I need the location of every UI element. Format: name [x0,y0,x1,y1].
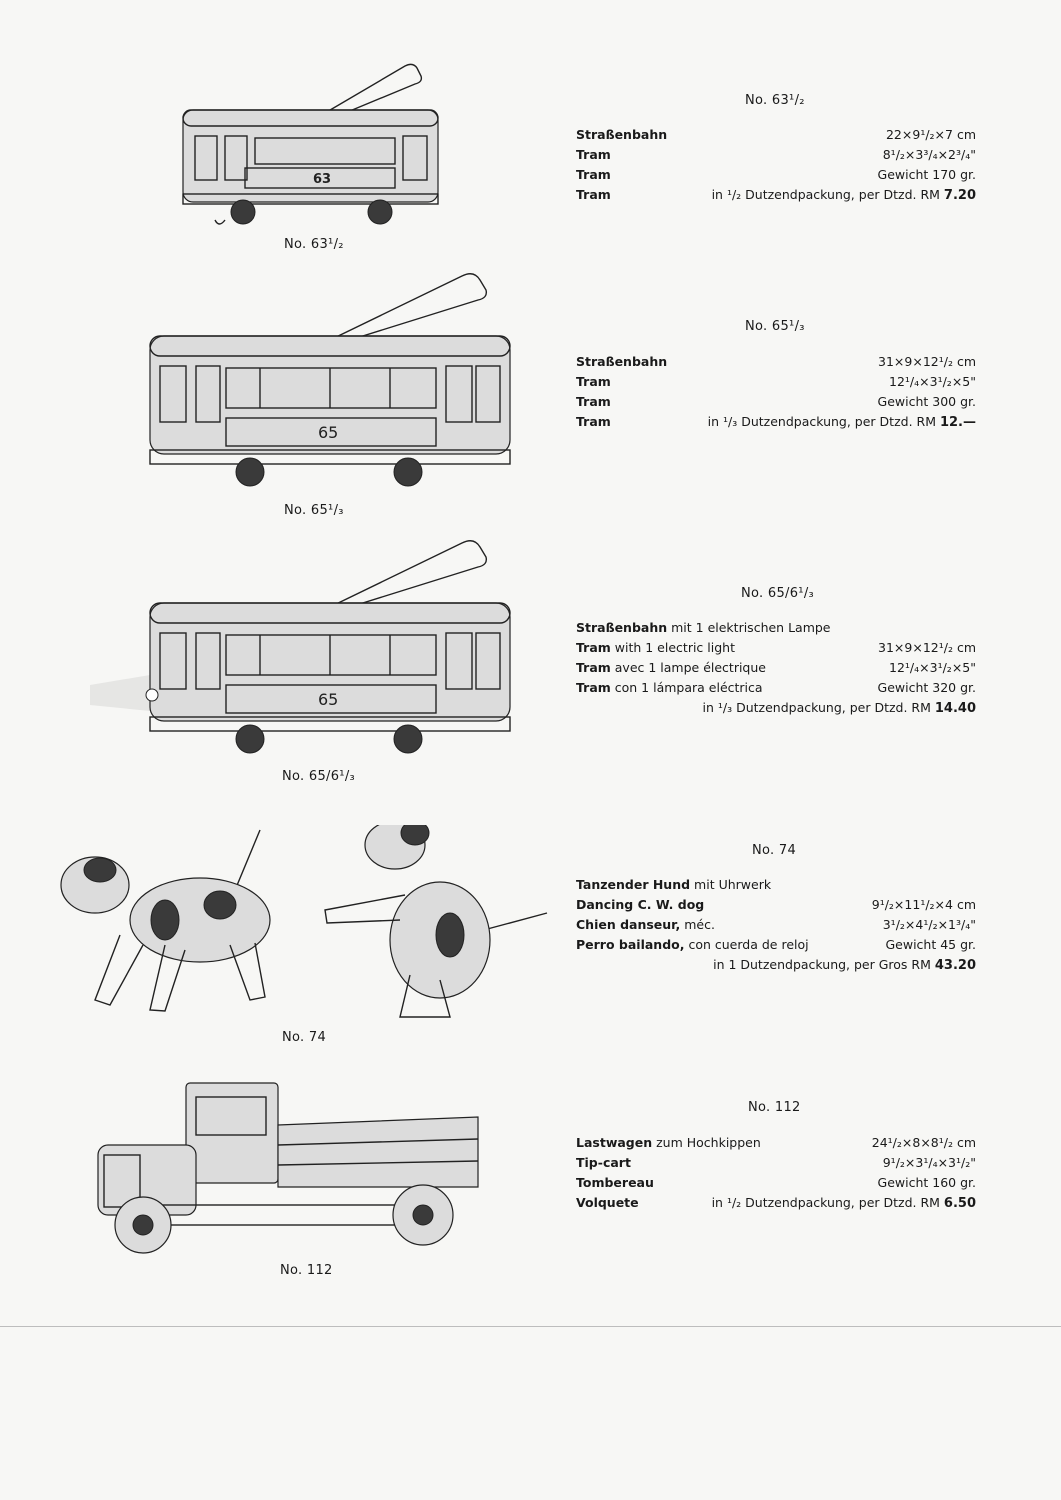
tram-63-illustration: 63 [182,63,439,225]
tram-63-number: 63 [313,172,331,187]
spec-value: 22×9¹/₂×7 cm [885,127,976,142]
spec-value: 9¹/₂×3¹/₄×3¹/₂" [882,1155,976,1170]
product-name: Tombereau [576,1175,654,1190]
product-note: méc. [684,917,715,932]
spec-row: Tram con 1 lámpara eléctrica Gewicht 320 … [576,678,976,698]
spec-value: 12¹/₄×3¹/₂×5" [889,660,976,675]
item-number-74: No. 74 [752,843,797,858]
product-name: Tram [576,660,611,675]
price: 12.— [939,415,976,430]
tram-65-6-illustration: 65 [90,540,511,754]
product-name: Dancing C. W. dog [576,897,705,912]
spec-value: 24¹/₂×8×8¹/₂ cm [871,1135,976,1150]
product-name: Tram [576,640,611,655]
item-number-65-6: No. 65/6¹/₃ [741,586,815,601]
spec-row: Tram 8¹/₂×3³/₄×2³/₄" [576,145,976,165]
spec-value: 3¹/₂×4¹/₂×1³/₄" [882,917,976,932]
tram-65-number: 65 [318,423,338,442]
tram-65-6-number: 65 [318,690,338,709]
truck-112-illustration [97,1082,479,1254]
spec-row: Tram with 1 electric light 31×9×12¹/₂ cm [576,638,976,658]
spec-row: Tombereau Gewicht 160 gr. [576,1173,976,1193]
caption-65-6: No. 65/6¹/₃ [282,769,356,784]
spec-row: Tram Gewicht 170 gr. [576,165,976,185]
packaging-text: in ¹/₃ Dutzendpackung, per Dtzd. RM [702,700,931,715]
packaging-text: in ¹/₂ Dutzendpackung, per Dtzd. RM [711,1195,940,1210]
description-65: Straßenbahn 31×9×12¹/₂ cm Tram 12¹/₄×3¹/₂×… [576,352,976,432]
spec-value: 9¹/₂×11¹/₂×4 cm [871,897,976,912]
page-divider [0,1326,1061,1327]
spec-row: Tram Gewicht 300 gr. [576,392,976,412]
item-number-112: No. 112 [748,1100,801,1115]
dog-74-illustration [60,825,548,1018]
product-note: avec 1 lampe électrique [614,660,766,675]
spec-row: in 1 Dutzendpackung, per Gros RM 43.20 [576,955,976,975]
product-note: con cuerda de reloj [688,937,809,952]
spec-row: Straßenbahn 22×9¹/₂×7 cm [576,125,976,145]
spec-value: 31×9×12¹/₂ cm [878,354,976,369]
description-74: Tanzender Hund mit Uhrwerk Dancing C. W.… [576,875,976,975]
spec-value: Gewicht 170 gr. [877,167,976,182]
product-name: Tanzender Hund [576,877,691,892]
tram-65-illustration: 65 [149,273,511,487]
packaging-text: in 1 Dutzendpackung, per Gros RM [713,957,931,972]
product-note: mit 1 elektrischen Lampe [671,620,831,635]
spec-row: Tram avec 1 lampe électrique 12¹/₄×3¹/₂×5… [576,658,976,678]
spec-row: Perro bailando, con cuerda de reloj Gewic… [576,935,976,955]
caption-63: No. 63¹/₂ [284,237,344,252]
product-note: with 1 electric light [614,640,735,655]
description-63: Straßenbahn 22×9¹/₂×7 cm Tram 8¹/₂×3³/₄×2³… [576,125,976,205]
spec-value: 8¹/₂×3³/₄×2³/₄" [882,147,976,162]
product-name: Tram [576,414,611,429]
spec-row: Straßenbahn mit 1 elektrischen Lampe [576,618,976,638]
product-name: Tram [576,187,611,202]
product-name: Tram [576,680,611,695]
packaging-text: in ¹/₃ Dutzendpackung, per Dtzd. RM [707,414,936,429]
spec-row: Tanzender Hund mit Uhrwerk [576,875,976,895]
spec-row: Dancing C. W. dog 9¹/₂×11¹/₂×4 cm [576,895,976,915]
spec-value: 12¹/₄×3¹/₂×5" [889,374,976,389]
product-name: Tip-cart [576,1155,631,1170]
price: 43.20 [934,958,976,973]
spec-row: Tip-cart 9¹/₂×3¹/₄×3¹/₂" [576,1153,976,1173]
spec-value: 31×9×12¹/₂ cm [878,640,976,655]
product-note: zum Hochkippen [656,1135,761,1150]
product-note: mit Uhrwerk [694,877,772,892]
spec-row: Tram 12¹/₄×3¹/₂×5" [576,372,976,392]
product-name: Lastwagen [576,1135,653,1150]
product-name: Volquete [576,1195,639,1210]
description-65-6: Straßenbahn mit 1 elektrischen Lampe Tra… [576,618,976,718]
product-name: Straßenbahn [576,620,668,635]
spec-value: Gewicht 320 gr. [877,680,976,695]
spec-row: Volquete in ¹/₂ Dutzendpackung, per Dtzd.… [576,1193,976,1213]
product-name: Straßenbahn [576,127,668,142]
spec-value: Gewicht 160 gr. [877,1175,976,1190]
spec-row: Lastwagen zum Hochkippen 24¹/₂×8×8¹/₂ cm [576,1133,976,1153]
item-number-63: No. 63¹/₂ [745,93,805,108]
product-name: Straßenbahn [576,354,668,369]
product-name: Tram [576,147,611,162]
product-name: Tram [576,167,611,182]
caption-112: No. 112 [280,1263,333,1278]
spec-value: Gewicht 300 gr. [877,394,976,409]
price: 14.40 [934,701,976,716]
spec-row: Chien danseur, méc. 3¹/₂×4¹/₂×1³/₄" [576,915,976,935]
price: 7.20 [943,188,976,203]
packaging-text: in ¹/₂ Dutzendpackung, per Dtzd. RM [711,187,940,202]
spec-row: Straßenbahn 31×9×12¹/₂ cm [576,352,976,372]
product-note: con 1 lámpara eléctrica [614,680,763,695]
caption-74: No. 74 [282,1030,327,1045]
item-number-65: No. 65¹/₃ [745,319,805,334]
product-name: Chien danseur, [576,917,681,932]
product-name: Tram [576,394,611,409]
product-name: Tram [576,374,611,389]
spec-value: Gewicht 45 gr. [885,937,976,952]
spec-row: in ¹/₃ Dutzendpackung, per Dtzd. RM 14.4… [576,698,976,718]
product-name: Perro bailando, [576,937,685,952]
price: 6.50 [943,1196,976,1211]
caption-65: No. 65¹/₃ [284,503,344,518]
